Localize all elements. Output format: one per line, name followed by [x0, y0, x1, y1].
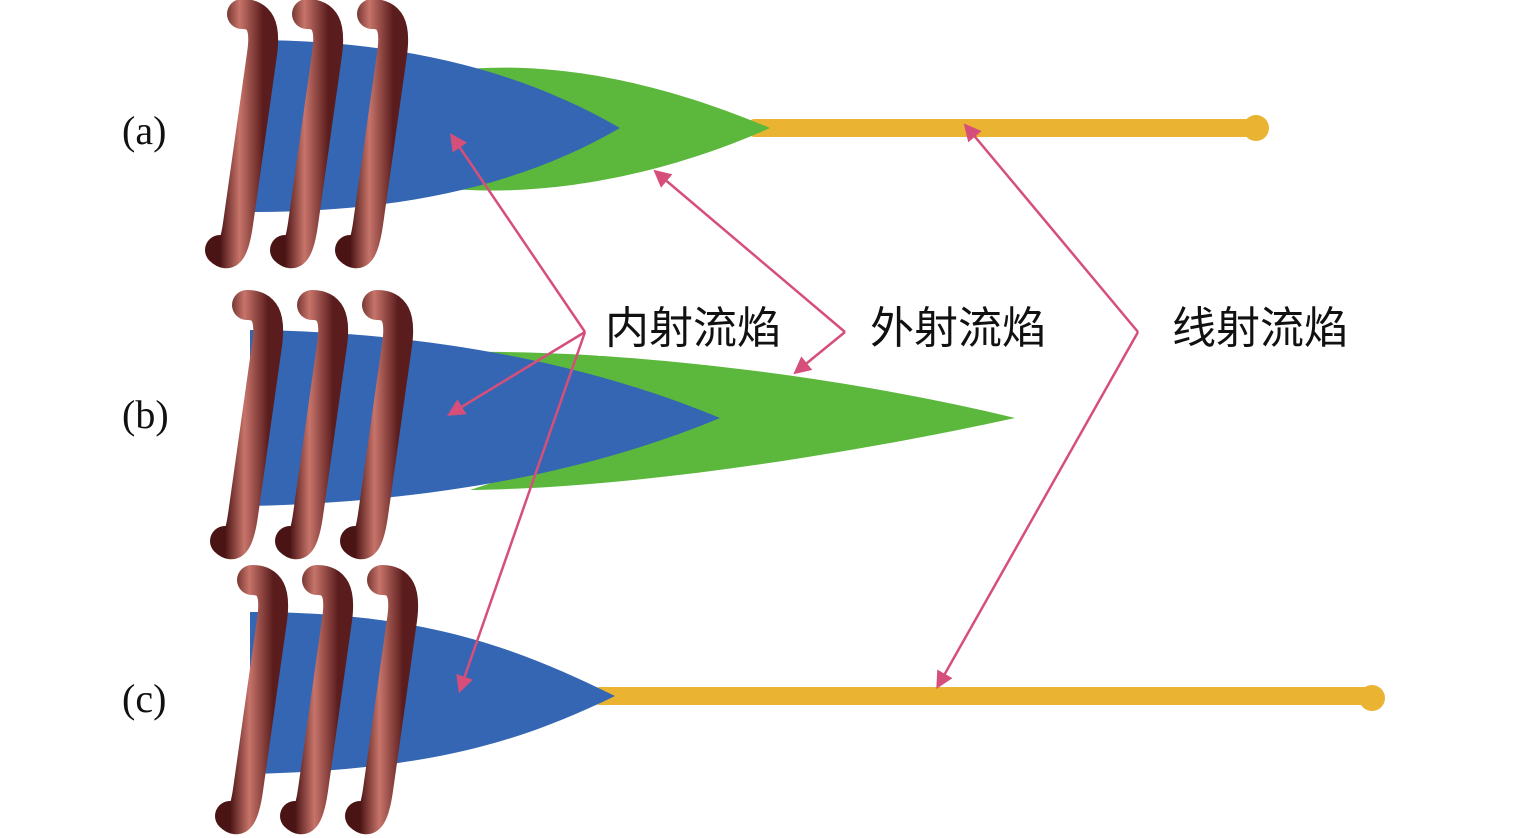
- line-flame-c: [591, 685, 1385, 711]
- callout-line-label: 线射流焰: [1172, 303, 1348, 354]
- callout-inner: 内射流焰: [598, 296, 798, 356]
- pointer-inner-a: [450, 133, 587, 333]
- panel-label-a: (a): [122, 108, 166, 153]
- pointer-inner-c: [456, 331, 587, 694]
- panel-a: (a): [122, 14, 1269, 253]
- pointer-line-c: [936, 331, 1140, 690]
- panel-label-b: (b): [122, 392, 169, 437]
- callout-line: 线射流焰: [1165, 296, 1370, 356]
- pointer-lines: [447, 123, 1140, 694]
- callout-outer: 外射流焰: [862, 296, 1062, 356]
- line-flame-a: [746, 115, 1269, 141]
- panel-c: (c): [122, 580, 1385, 819]
- pointer-line-a: [963, 123, 1139, 333]
- pointer-outer-a: [653, 169, 846, 333]
- callout-inner-label: 内射流焰: [605, 303, 781, 354]
- panel-label-c: (c): [122, 676, 166, 721]
- panel-b: (b): [122, 305, 1015, 544]
- inner-flame-a: [250, 40, 620, 212]
- pointer-outer-b: [793, 331, 846, 375]
- callout-outer-label: 外射流焰: [870, 303, 1046, 354]
- pointer-inner-b: [447, 330, 586, 416]
